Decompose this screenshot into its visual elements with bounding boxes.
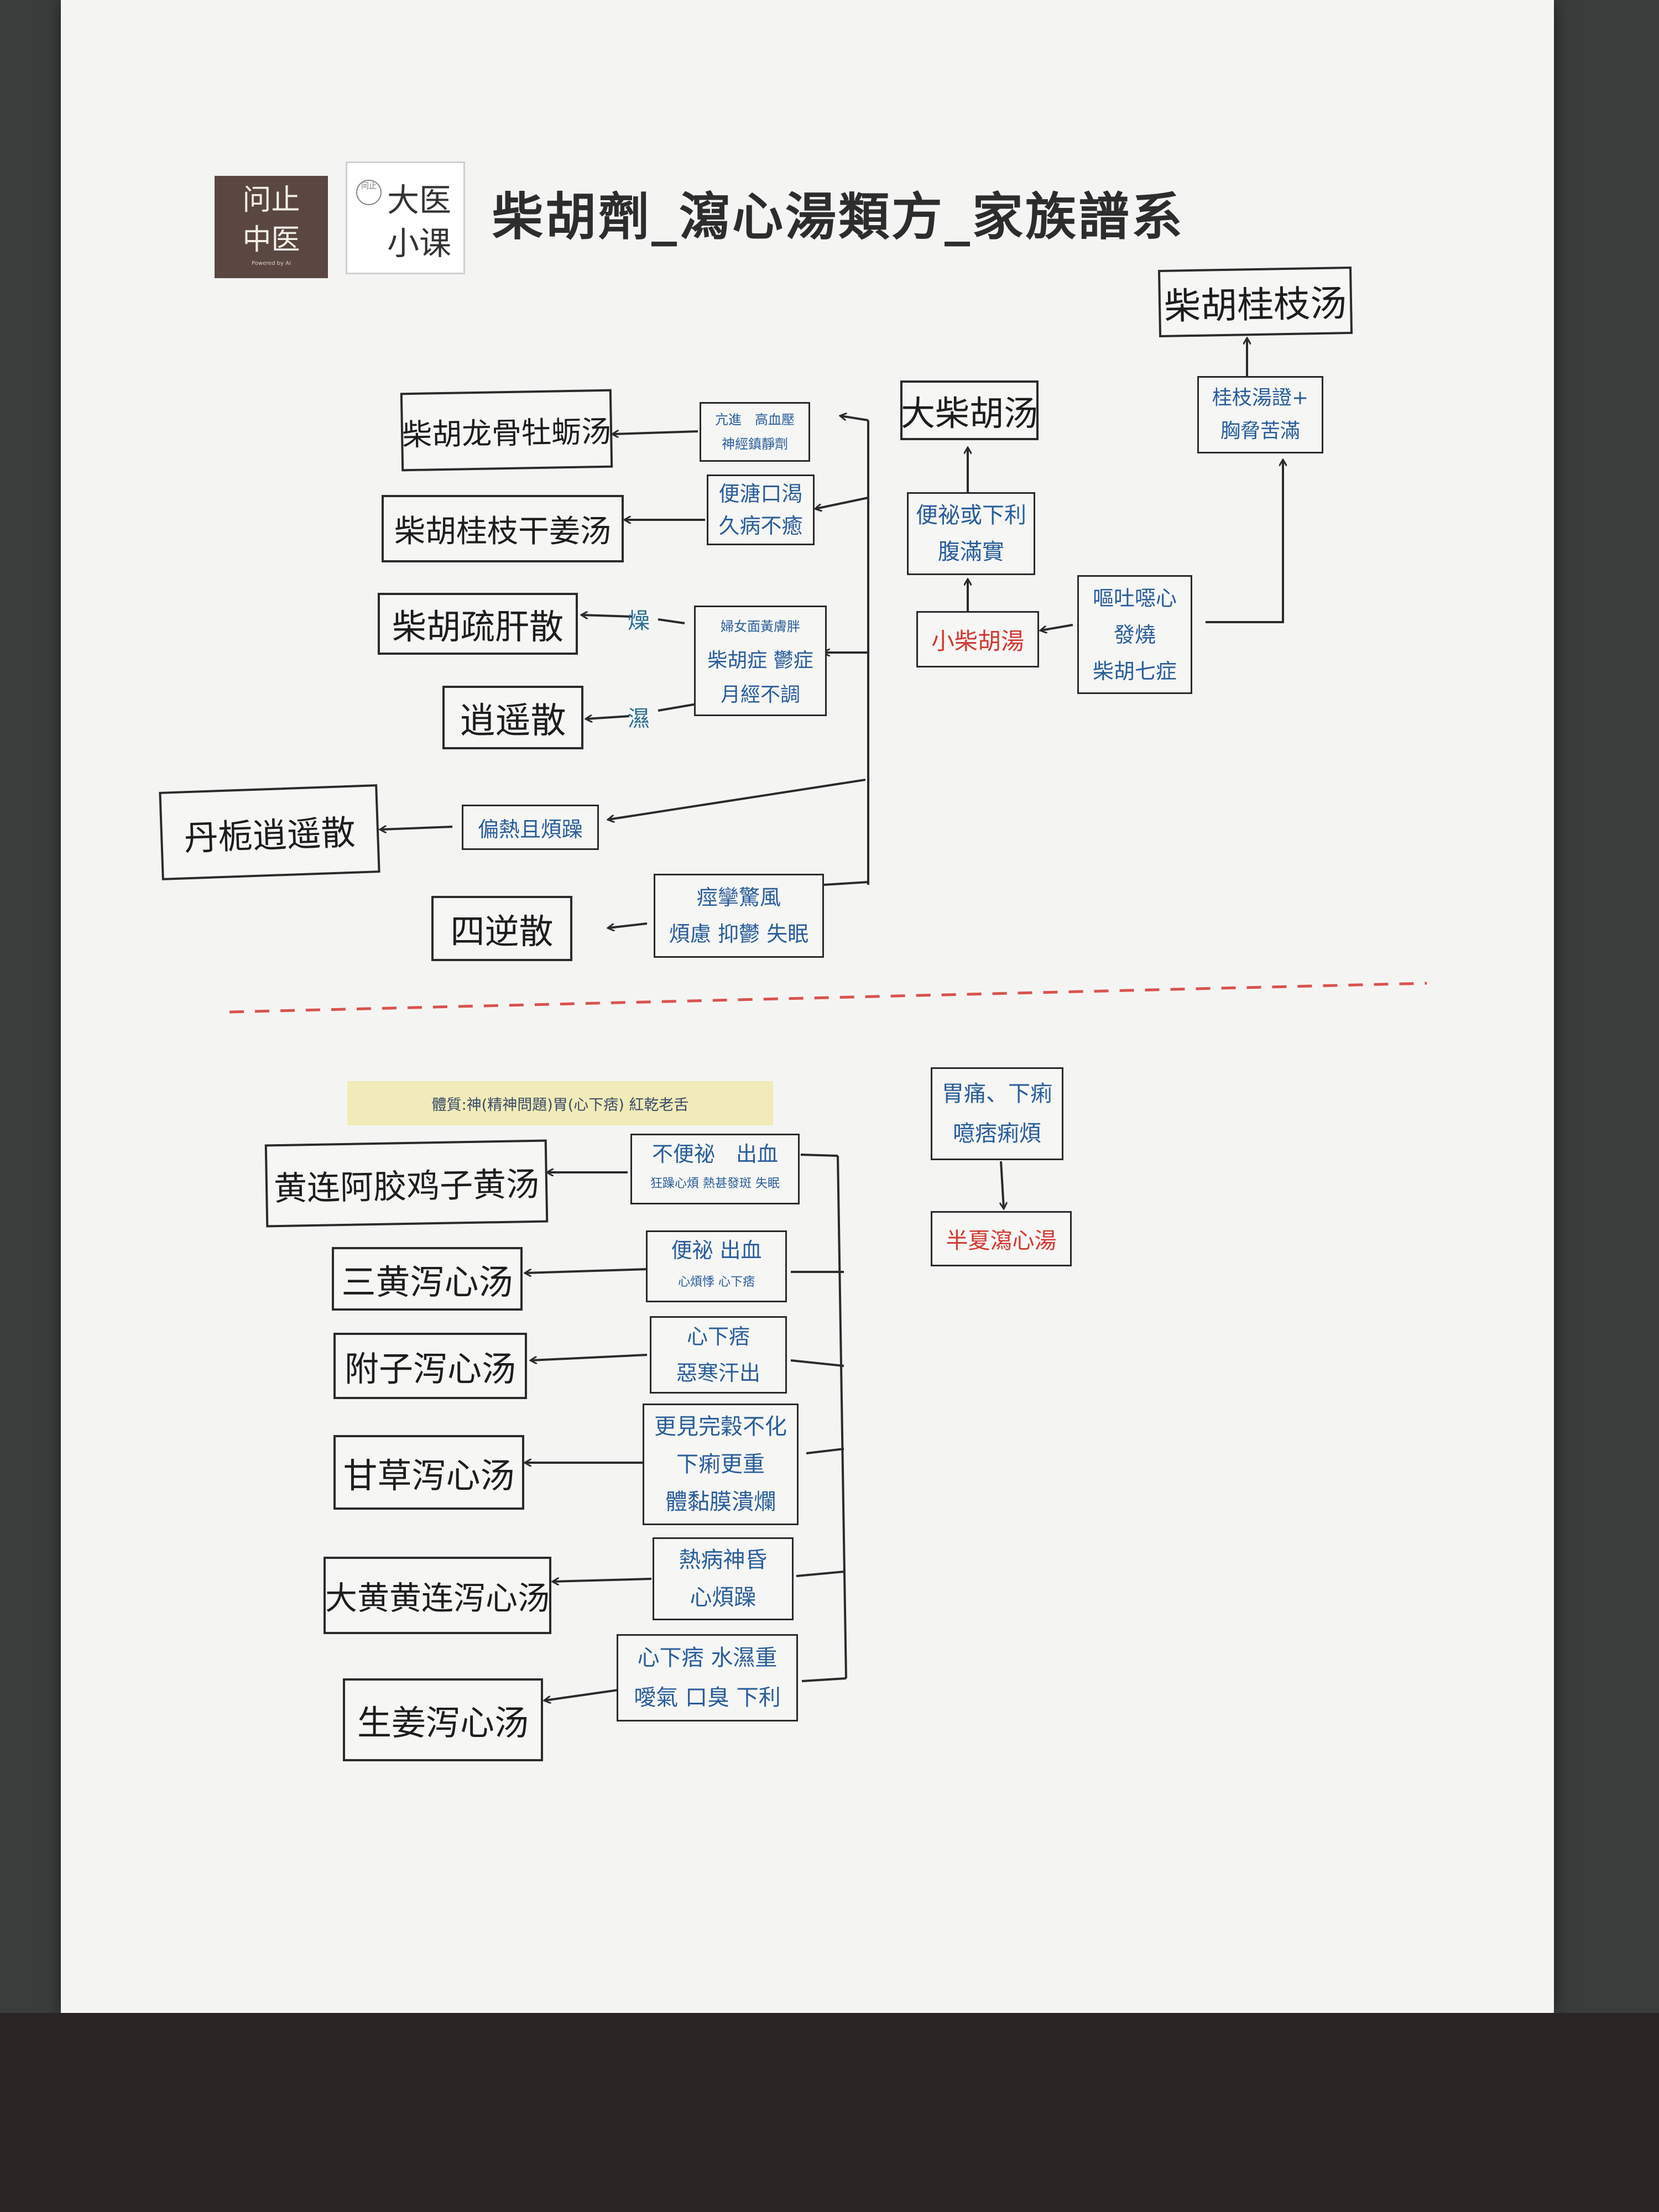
condition-line: 噯氣 口臭 下利 bbox=[634, 1685, 781, 1710]
condition-line: 柴胡症 鬱症 bbox=[707, 649, 813, 672]
condition-line: 不便祕 出血 bbox=[651, 1142, 778, 1166]
condition-line: 便祕 出血 bbox=[671, 1238, 762, 1262]
formula-sanhuang-xiexin: 三黄泻心汤 bbox=[332, 1247, 523, 1311]
wenzhi-logo: 问止 中医 Powered by AI bbox=[215, 176, 328, 278]
formula-danzhi-xiaoyao: 丹栀逍遥散 bbox=[159, 784, 380, 880]
condition-constipation: 便祕或下利 腹滿實 bbox=[907, 492, 1035, 575]
condition-line: 惡寒汗出 bbox=[676, 1361, 760, 1385]
condition-line: 久病不癒 bbox=[718, 514, 803, 538]
condition-line: 嘔吐噁心 bbox=[1092, 586, 1177, 611]
condition-line: 狂躁心煩 熱甚發斑 失眠 bbox=[650, 1177, 780, 1191]
condition-line: 心煩悸 心下痞 bbox=[678, 1275, 755, 1289]
formula-chaihu-guizhi-ganjiang: 柴胡桂枝干姜汤 bbox=[382, 495, 624, 562]
condition-line: 桂枝湯證+ bbox=[1212, 387, 1309, 409]
formula-chaihu-guizhi: 柴胡桂枝汤 bbox=[1157, 266, 1353, 338]
condition-line: 心下痞 水濕重 bbox=[637, 1645, 778, 1671]
logo-caption: Powered by AI bbox=[252, 260, 291, 267]
formula-sini: 四逆散 bbox=[431, 896, 572, 961]
dayi-logo: 问止 大医 小课 bbox=[346, 161, 465, 274]
condition-line: 更見完穀不化 bbox=[654, 1414, 787, 1439]
condition-no-constipation: 不便祕 出血 狂躁心煩 熱甚發斑 失眠 bbox=[630, 1134, 800, 1204]
formula-xiao-chaihu: 小柴胡湯 bbox=[916, 611, 1039, 667]
desk-surface bbox=[0, 2013, 1659, 2212]
condition-line: 月經不調 bbox=[720, 684, 800, 706]
condition-undigested: 更見完穀不化 下痢更重 體黏膜潰爛 bbox=[643, 1404, 799, 1525]
formula-xiaoyao: 逍遥散 bbox=[442, 686, 583, 749]
condition-line: 痙攣驚風 bbox=[696, 885, 781, 910]
formula-chaihu-shugan: 柴胡疏肝散 bbox=[378, 593, 578, 655]
formula-chaihu-longgu: 柴胡龙骨牡蛎汤 bbox=[400, 389, 613, 472]
condition-hypertension: 亢進 高血壓 神經鎮靜劑 bbox=[700, 402, 810, 462]
logo2-line-2: 小课 bbox=[387, 225, 452, 262]
condition-loose-stool: 便溏口渴 久病不癒 bbox=[707, 474, 815, 545]
label-wet: 濕 bbox=[628, 706, 650, 732]
formula-fuzi-xiexin: 附子泻心汤 bbox=[333, 1333, 527, 1399]
seal-icon: 问止 bbox=[356, 180, 382, 205]
logo2-line-1: 大医 bbox=[387, 181, 452, 219]
condition-heat: 偏熱且煩躁 bbox=[462, 805, 599, 850]
label-dry: 燥 bbox=[628, 608, 650, 634]
condition-line: 胸脅苦滿 bbox=[1220, 420, 1300, 442]
condition-line: 婦女面黃膚胖 bbox=[721, 619, 800, 634]
formula-huanglian-ejiao: 黄连阿胶鸡子黄汤 bbox=[264, 1139, 549, 1228]
condition-line: 心下痞 bbox=[686, 1324, 750, 1349]
condition-line: 便祕或下利 bbox=[916, 503, 1026, 528]
logo-line-1: 问止 bbox=[242, 184, 300, 217]
condition-line: 下痢更重 bbox=[676, 1452, 765, 1477]
paper-sheet bbox=[61, 0, 1554, 2013]
condition-febrile-coma: 熱病神昏 心煩躁 bbox=[653, 1537, 794, 1620]
condition-line: 體黏膜潰爛 bbox=[665, 1489, 776, 1515]
formula-dahuang-huanglian-xiexin: 大黄黄连泻心汤 bbox=[324, 1557, 551, 1634]
condition-line: 便溏口渴 bbox=[718, 482, 803, 506]
condition-spasm: 痙攣驚風 煩慮 抑鬱 失眠 bbox=[654, 874, 824, 958]
condition-stomach: 胃痛、下痢 噫痞痢煩 bbox=[931, 1067, 1063, 1160]
condition-guizhi: 桂枝湯證+ 胸脅苦滿 bbox=[1197, 376, 1323, 453]
condition-line: 神經鎮靜劑 bbox=[722, 436, 788, 452]
condition-line: 發燒 bbox=[1113, 622, 1156, 647]
formula-gancao-xiexin: 甘草泻心汤 bbox=[333, 1435, 524, 1510]
condition-line: 亢進 高血壓 bbox=[715, 412, 795, 427]
formula-da-chaihu: 大柴胡汤 bbox=[900, 380, 1039, 440]
condition-constipation-bleeding: 便祕 出血 心煩悸 心下痞 bbox=[646, 1230, 787, 1302]
condition-women: 婦女面黃膚胖 柴胡症 鬱症 月經不調 bbox=[694, 606, 827, 716]
condition-line: 熱病神昏 bbox=[679, 1547, 768, 1573]
logo-line-2: 中医 bbox=[242, 223, 300, 257]
condition-line: 噫痞痢煩 bbox=[953, 1121, 1041, 1146]
condition-line: 柴胡七症 bbox=[1092, 659, 1177, 684]
condition-water-damp: 心下痞 水濕重 噯氣 口臭 下利 bbox=[617, 1634, 798, 1721]
formula-banxia-xiexin: 半夏瀉心湯 bbox=[931, 1211, 1072, 1266]
page-title: 柴胡劑_瀉心湯類方_家族譜系 bbox=[492, 187, 1185, 247]
condition-epigastric-cold: 心下痞 惡寒汗出 bbox=[650, 1316, 787, 1394]
constitution-note: 體質:神(精神問題)胃(心下痞) 紅乾老舌 bbox=[347, 1081, 773, 1125]
condition-line: 胃痛、下痢 bbox=[942, 1081, 1052, 1107]
condition-line: 腹滿實 bbox=[938, 539, 1004, 565]
condition-vomit: 嘔吐噁心 發燒 柴胡七症 bbox=[1077, 575, 1192, 694]
condition-line: 煩慮 抑鬱 失眠 bbox=[669, 922, 809, 946]
formula-shengjiang-xiexin: 生姜泻心汤 bbox=[343, 1678, 543, 1761]
condition-line: 心煩躁 bbox=[690, 1585, 757, 1610]
section-divider bbox=[229, 982, 1427, 1014]
